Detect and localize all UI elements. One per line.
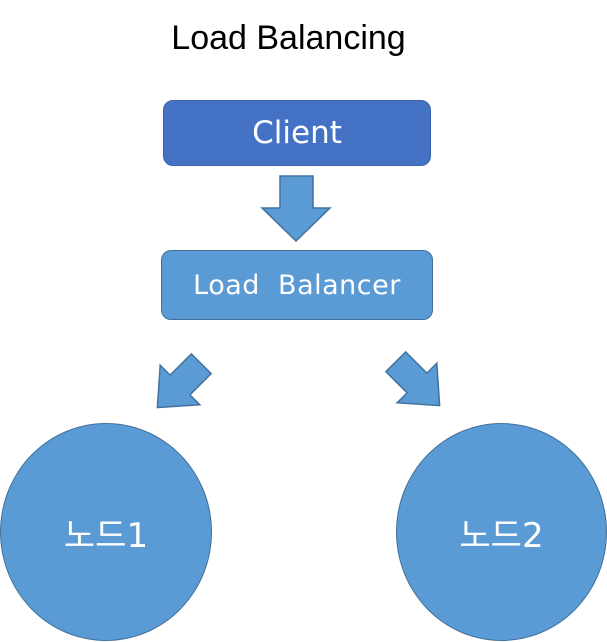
client-label: Client: [252, 115, 342, 151]
node-1-label: 노드1: [63, 515, 149, 556]
node-2-label: 노드2: [459, 515, 544, 556]
node-2-circle: 노드2: [396, 423, 607, 641]
down-left-arrow-icon: [156, 352, 213, 409]
node-1-circle: 노드1: [0, 423, 212, 641]
load-balancer-box: Load Balancer: [161, 250, 433, 320]
load-balancer-label: Load Balancer: [193, 269, 401, 301]
client-box: Client: [163, 100, 431, 166]
down-right-arrow-icon: [384, 350, 441, 407]
down-arrow-icon: [260, 175, 332, 243]
diagram-title: Load Balancing: [171, 19, 406, 57]
